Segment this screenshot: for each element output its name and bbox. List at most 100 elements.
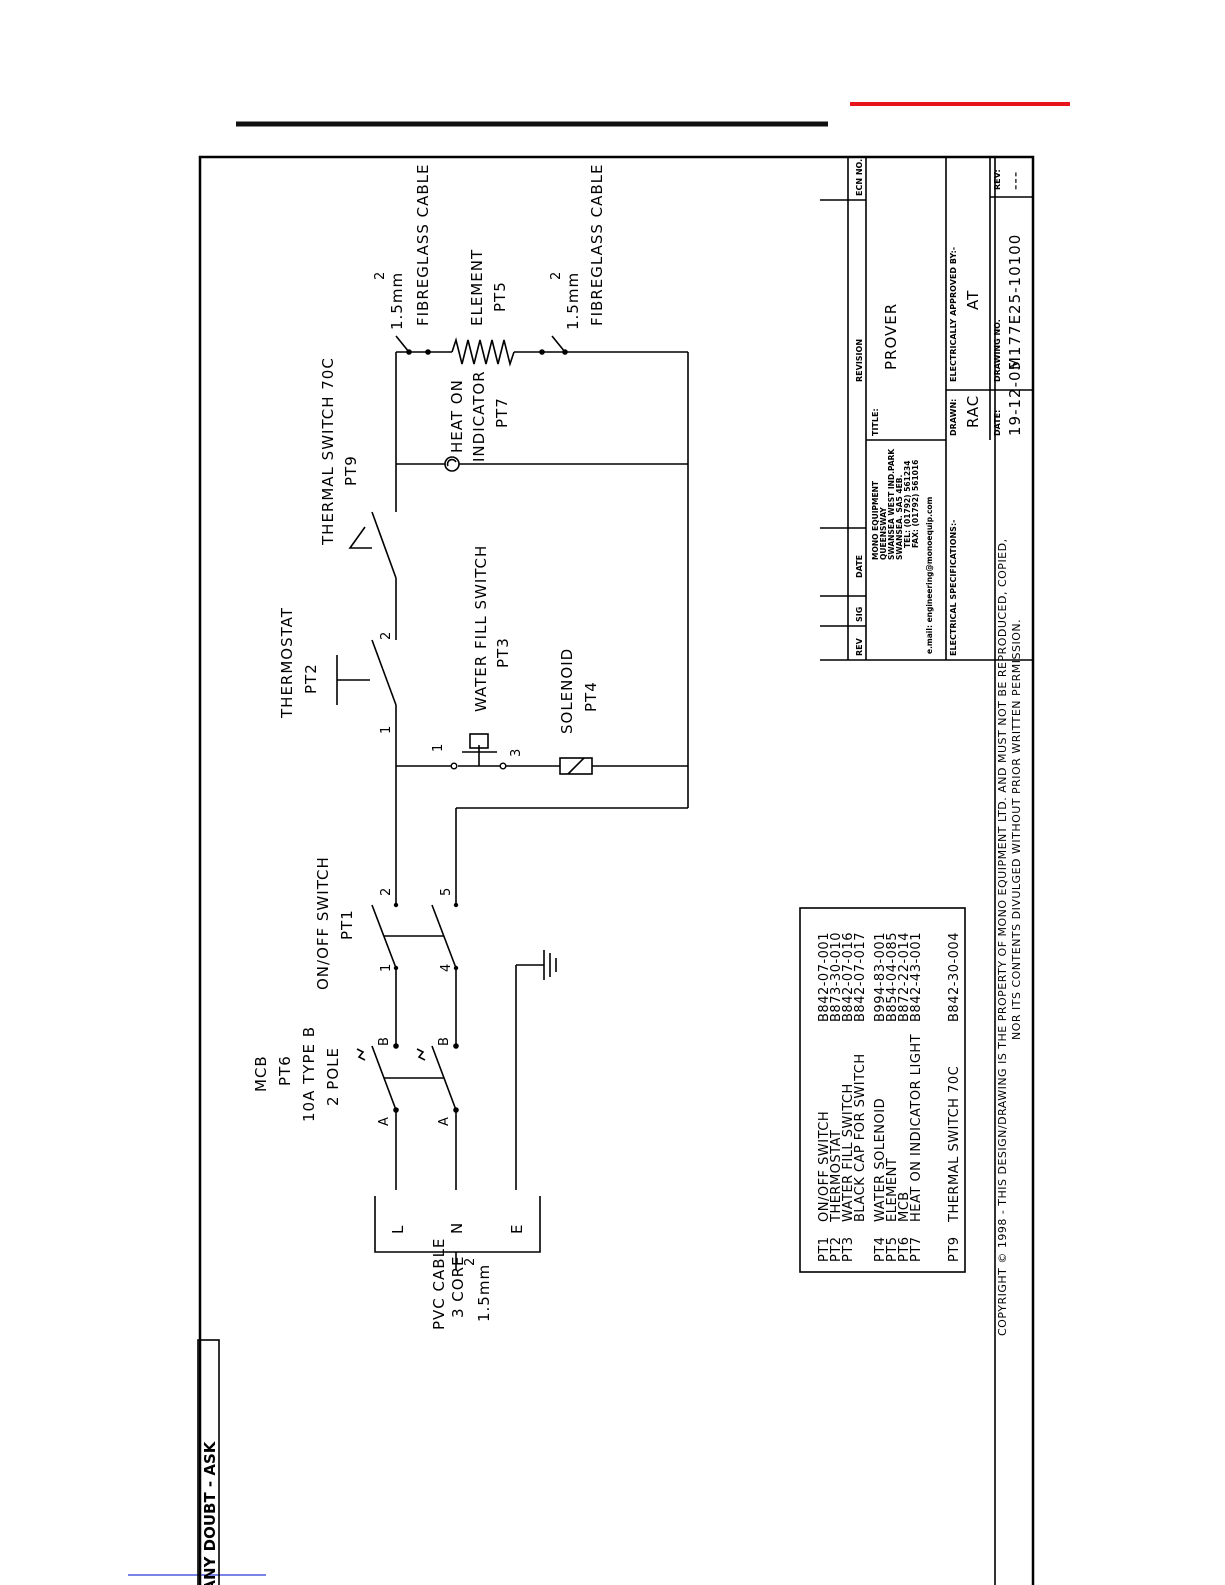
copyright-line-1: COPYRIGHT © 1998 - THIS DESIGN/DRAWING I…: [996, 538, 1009, 1336]
parts-list-desc: WATER FILL SWITCH: [841, 1083, 856, 1222]
onoff-line-2: PT1: [338, 909, 356, 940]
parts-list-desc: MCB: [897, 1191, 912, 1222]
parts-list-pt: PT2: [829, 1236, 844, 1262]
rev-header-revision: REVISION: [855, 339, 864, 382]
doubt-notice: IF IN ANY DOUBT - ASK: [197, 1339, 220, 1585]
company-line-5: TEL: (01792) 561234: [903, 461, 912, 549]
mcb-term-a1: A: [377, 1117, 392, 1126]
parts-list-desc: ON/OFF SWITCH: [817, 1111, 832, 1222]
cable-top-type: FIBREGLASS CABLE: [414, 164, 432, 327]
heat-indicator-label: HEAT ON INDICATOR PT7: [448, 370, 511, 462]
company-line-3: SWANSEA WEST IND.PARK: [887, 448, 896, 560]
water-fill-line-2: PT3: [494, 637, 512, 668]
cable-bottom-type: FIBREGLASS CABLE: [588, 164, 606, 327]
parts-list-code: B842-07-016: [841, 932, 856, 1022]
thermal-switch-line-2: PT9: [342, 455, 360, 486]
parts-list-box: [799, 907, 966, 1273]
parts-list-desc: THERMAL SWITCH 70C: [947, 1066, 962, 1223]
solenoid-label: SOLENOID PT4: [558, 648, 600, 734]
parts-list-pt: PT1: [817, 1236, 832, 1262]
mcb-term-a2: A: [437, 1117, 452, 1126]
mcb-line-1: MCB: [252, 1055, 270, 1092]
parts-list-code: B873-30-010: [829, 932, 844, 1022]
onoff-pin-5: 5: [439, 887, 454, 896]
parts-list-desc: THERMOSTAT: [829, 1130, 844, 1223]
terminal-n: N: [448, 1222, 466, 1234]
approved-label: ELECTRICALLY APPROVED BY:-: [949, 247, 958, 382]
water-fill-pin-1: 1: [431, 743, 446, 752]
elec-spec-label: ELECTRICAL SPECIFICATIONS:-: [949, 520, 958, 656]
parts-list-desc: BLACK CAP FOR SWITCH: [853, 1053, 868, 1222]
mcb-line-3: 10A TYPE B: [300, 1026, 318, 1122]
drawing-no-value: M177E25-10100: [1006, 234, 1024, 370]
parts-list-code: B842-07-001: [817, 932, 832, 1022]
drawn-value: RAC: [964, 395, 982, 428]
indicator-line-1: HEAT ON: [448, 379, 466, 453]
water-fill-line-1: WATER FILL SWITCH: [472, 545, 490, 712]
thermal-switch-label: THERMAL SWITCH 70C PT9: [319, 357, 360, 546]
company-address: MONO EQUIPMENT QUEENSWAY SWANSEA WEST IN…: [871, 448, 934, 654]
water-fill-pin-3: 3: [509, 748, 524, 757]
copyright-line-2: NOR ITS CONTENTS DIVULGED WITHOUT PRIOR …: [1010, 619, 1023, 1040]
company-line-1: MONO EQUIPMENT: [871, 480, 880, 560]
thermostat-pin-2: 2: [379, 631, 394, 640]
cable-top-size: 1.5mm: [388, 272, 406, 330]
supply-cable-line-1: PVC CABLE: [430, 1238, 448, 1330]
parts-list-code: B842-07-017: [853, 932, 868, 1022]
parts-list-pt: PT9: [947, 1236, 962, 1262]
rev-header-rev: REV: [855, 637, 864, 656]
mcb-line-2: PT6: [276, 1055, 294, 1086]
drawing-no-label: DRAWING NO.: [993, 319, 1002, 382]
mcb-term-b2: B: [437, 1037, 452, 1046]
mcb-line-4: 2 POLE: [324, 1047, 342, 1106]
parts-list-code: B854-04-085: [885, 932, 900, 1022]
thermostat-line-1: THERMOSTAT: [278, 607, 296, 719]
element-line-2: PT5: [491, 281, 509, 312]
date-value: 19-12-05: [1006, 360, 1024, 436]
parts-list-pt: PT7: [909, 1236, 924, 1262]
fibreglass-cable-top-label: 1.5mm 2 FIBREGLASS CABLE: [373, 164, 432, 353]
drawing-frame: [198, 155, 1035, 1585]
terminal-l: L: [389, 1225, 407, 1234]
company-line-2: QUEENSWAY: [879, 507, 888, 560]
rev-header-date: DATE: [855, 555, 864, 578]
indicator-line-2: INDICATOR: [470, 370, 488, 462]
title-label: TITLE:: [871, 408, 880, 436]
parts-list-code: B842-43-001: [909, 932, 924, 1022]
thermostat-label: THERMOSTAT PT2: [278, 607, 320, 719]
company-line-4: SWANSEA. SA5 4EB.: [895, 475, 904, 560]
parts-list-pt: PT4: [873, 1236, 888, 1262]
indicator-line-3: PT7: [493, 397, 511, 428]
supply-cable-line-3: 1.5mm: [475, 1264, 493, 1322]
date-label: DATE:: [993, 410, 1002, 436]
mcb-term-b1: B: [377, 1037, 392, 1046]
element-line-1: ELEMENT: [468, 249, 486, 326]
rev-header-sig: SIG: [855, 607, 864, 622]
parts-list-code: B872-22-014: [897, 932, 912, 1022]
rev-header-ecn: ECN NO.: [855, 159, 864, 196]
solenoid-line-1: SOLENOID: [558, 648, 576, 734]
parts-list-desc: WATER SOLENOID: [873, 1098, 888, 1222]
onoff-pin-4: 4: [439, 963, 454, 972]
rev-label: REV:: [993, 169, 1002, 190]
wiring: [336, 337, 689, 1253]
cable-top-sup: 2: [373, 271, 388, 280]
company-email: e.mail: engineering@monoequip.com: [925, 496, 934, 654]
approved-value: AT: [964, 290, 982, 310]
parts-list-pt: PT6: [897, 1236, 912, 1262]
solenoid-line-2: PT4: [582, 681, 600, 712]
thermal-switch-line-1: THERMAL SWITCH 70C: [319, 357, 337, 546]
supply-cable-sup: 2: [463, 1257, 478, 1266]
supply-cable-label: PVC CABLE 3 CORE 1.5mm 2: [430, 1238, 493, 1330]
parts-list-code: B842-30-004: [947, 932, 962, 1022]
onoff-pin-2: 2: [379, 887, 394, 896]
parts-list-pt: PT5: [885, 1236, 900, 1262]
parts-list-pt: PT3: [841, 1236, 856, 1262]
revision-headers: REV SIG DATE REVISION ECN NO.: [855, 159, 864, 656]
terminal-e: E: [508, 1224, 526, 1234]
cable-bottom-size: 1.5mm: [564, 272, 582, 330]
water-fill-switch-label: WATER FILL SWITCH PT3: [472, 545, 512, 712]
drawn-label: DRAWN:: [949, 399, 958, 436]
